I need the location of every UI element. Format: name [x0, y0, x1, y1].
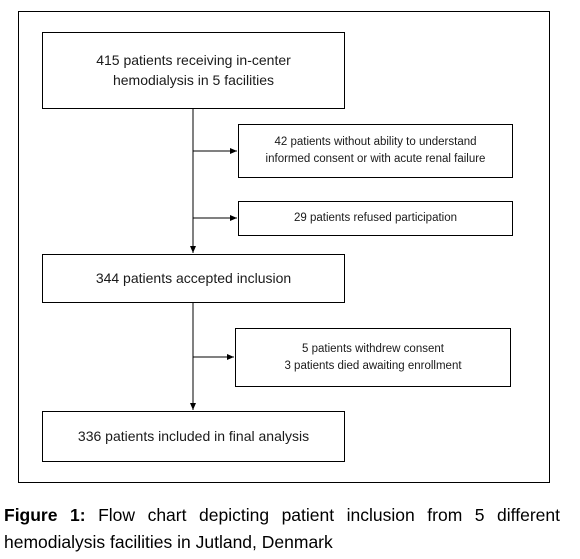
box-final: 336 patients included in final analysis	[42, 411, 345, 462]
box-withdrew: 5 patients withdrew consent 3 patients d…	[235, 328, 511, 387]
box-excluded-consent: 42 patients without ability to understan…	[238, 124, 513, 178]
box-accepted-line-1: 344 patients accepted inclusion	[95, 269, 292, 286]
figure-frame	[18, 11, 550, 483]
box-start-line-1: 415 patients receiving in-center	[96, 51, 291, 68]
box-excluded-consent-line-2: informed consent or with acute renal fai…	[265, 153, 486, 165]
figure-caption: Figure 1: Flow chart depicting patient i…	[4, 502, 560, 556]
box-withdrew-line-2: 3 patients died awaiting enrollment	[284, 359, 462, 372]
box-refused: 29 patients refused participation	[238, 201, 513, 236]
box-refused-line-1: 29 patients refused participation	[293, 212, 458, 225]
box-final-line-1: 336 patients included in final analysis	[77, 427, 310, 444]
box-excluded-consent-line-1: 42 patients without ability to understan…	[274, 136, 477, 149]
box-start-line-2: hemodialysis in 5 facilities	[112, 71, 275, 88]
box-accepted: 344 patients accepted inclusion	[42, 254, 345, 303]
box-start: 415 patients receiving in-center hemodia…	[42, 32, 345, 109]
caption-label: Figure 1:	[4, 505, 86, 525]
box-withdrew-line-1: 5 patients withdrew consent	[302, 342, 444, 355]
caption-text: Flow chart depicting patient inclusion f…	[4, 505, 560, 552]
